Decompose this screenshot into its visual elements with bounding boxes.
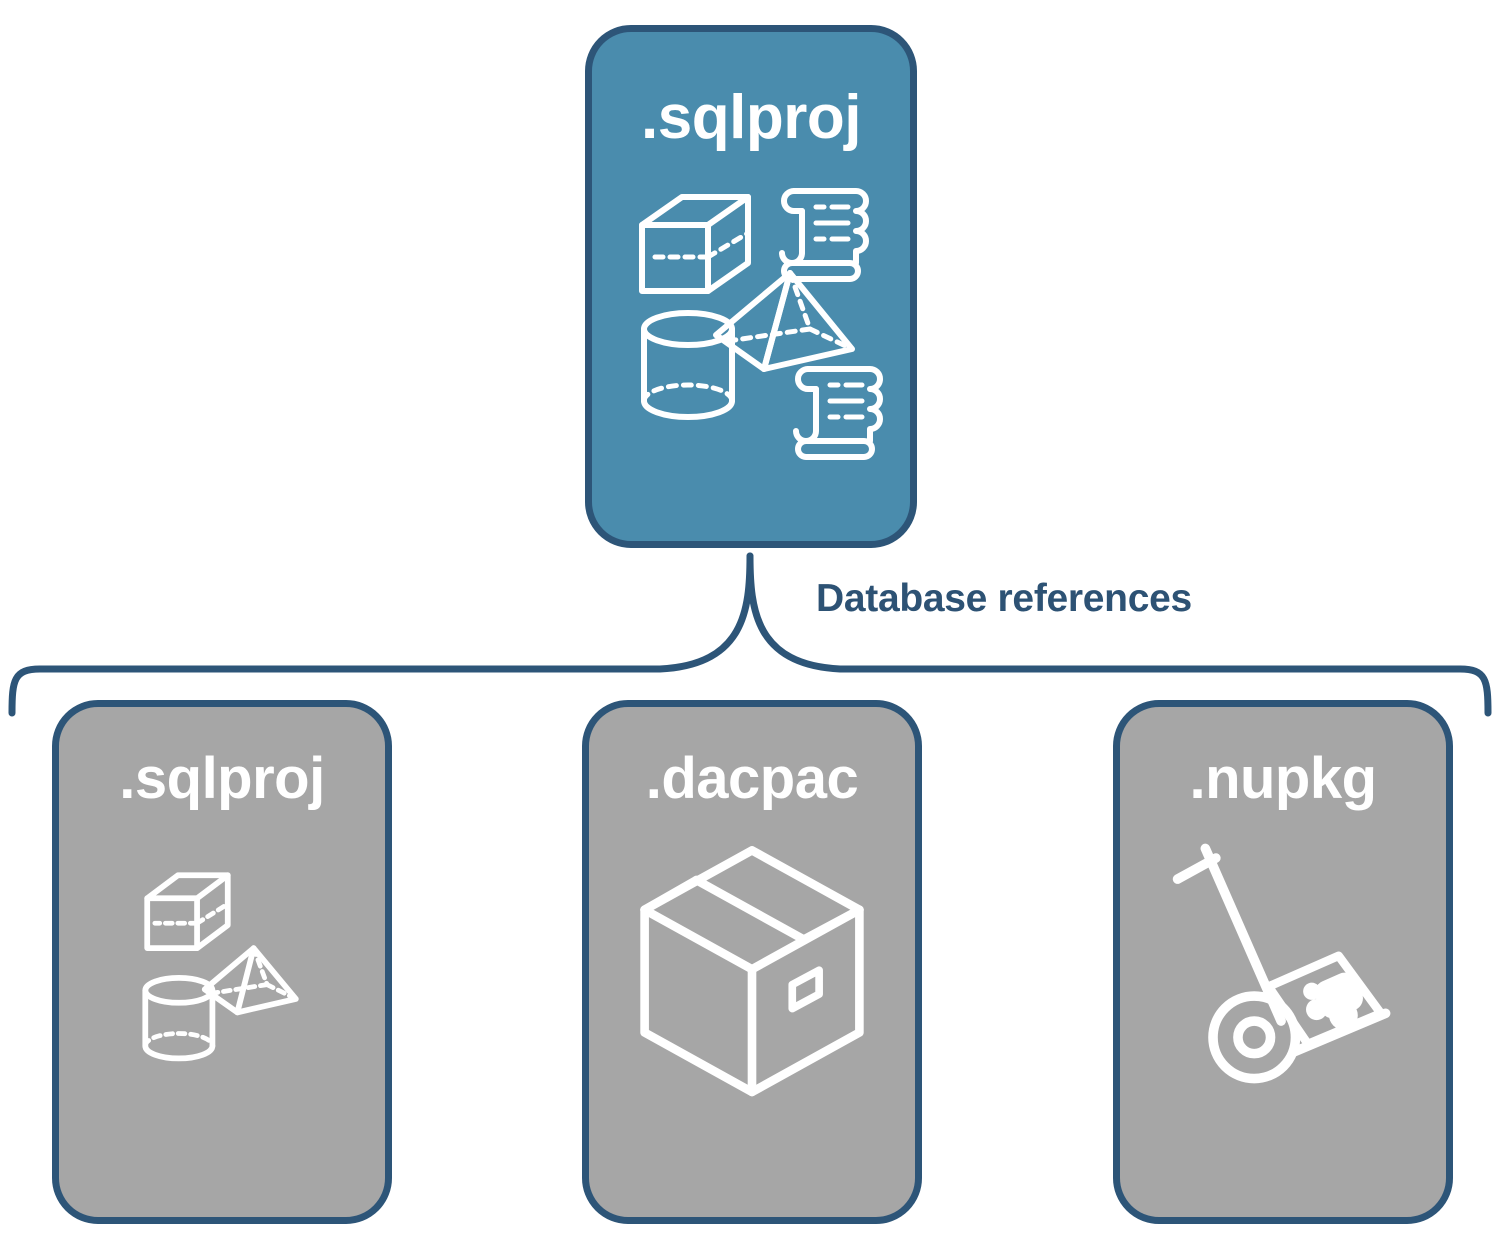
shipping-box-icon xyxy=(640,846,864,1097)
pyramid-icon xyxy=(201,945,299,1016)
root-icon-group xyxy=(622,177,894,460)
card-title: .nupkg xyxy=(1189,746,1377,811)
node-card-sqlproj-root[interactable]: .sqlproj xyxy=(585,25,917,548)
node-card-sqlproj-reference[interactable]: .sqlproj xyxy=(52,700,392,1224)
node-card-nupkg[interactable]: .nupkg xyxy=(1113,700,1453,1224)
database-references-bracket xyxy=(0,540,1500,720)
card-title: .dacpac xyxy=(645,746,859,811)
cylinder-icon xyxy=(641,310,735,420)
scroll-icon xyxy=(793,366,883,460)
card-title: .sqlproj xyxy=(119,746,325,811)
scroll-icon xyxy=(779,188,869,282)
nupkg-icon-group xyxy=(1120,835,1446,1115)
cube-icon xyxy=(144,872,231,952)
node-card-dacpac[interactable]: .dacpac xyxy=(582,700,922,1224)
hand-truck-package-icon xyxy=(1172,843,1391,1084)
cube-icon xyxy=(639,194,751,294)
card-title: .sqlproj xyxy=(641,83,861,152)
dacpac-icon-group xyxy=(589,835,915,1115)
pyramid-icon xyxy=(713,270,855,372)
connector-label: Database references xyxy=(816,577,1192,620)
cylinder-icon xyxy=(142,975,216,1062)
sqlproj-icon-group xyxy=(59,835,385,1115)
